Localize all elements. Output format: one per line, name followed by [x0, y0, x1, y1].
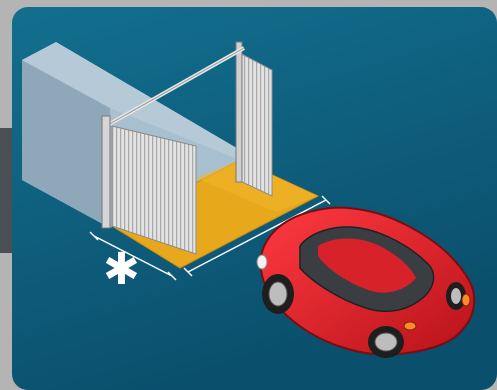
asterisk-marker: ✱	[103, 248, 140, 292]
car-wheel-front	[262, 274, 294, 314]
car-wheel-rear	[368, 326, 404, 358]
